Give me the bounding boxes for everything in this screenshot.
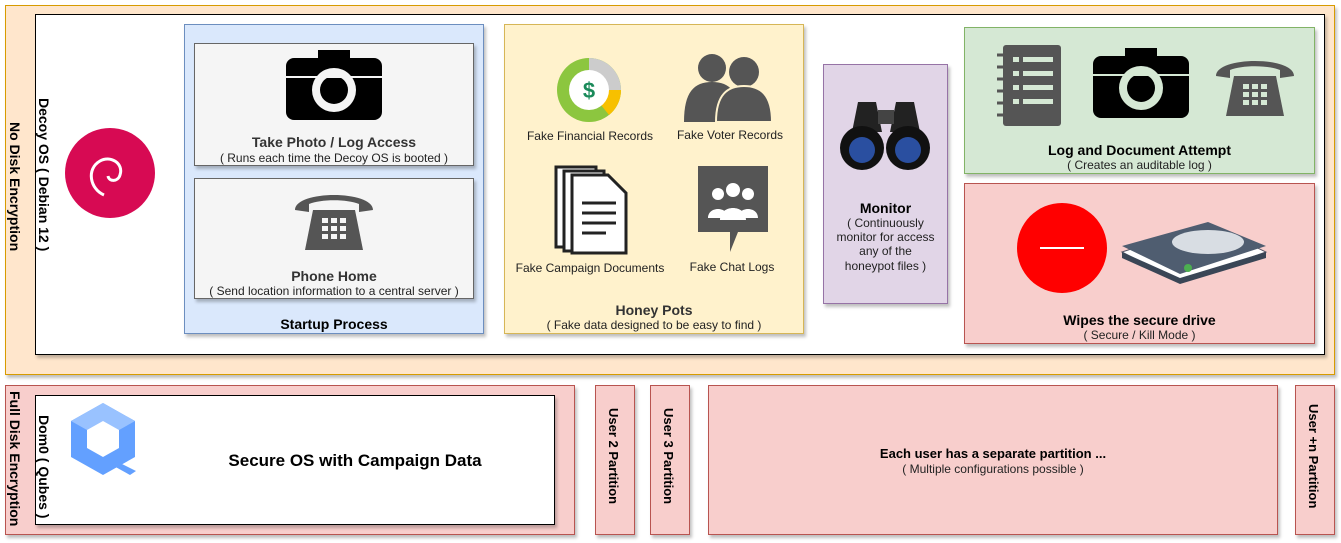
partition-note (708, 385, 1278, 535)
partition-note-desc: ( Multiple configurations possible ) (902, 462, 1084, 476)
wipe-drive-desc: ( Secure / Kill Mode ) (1083, 328, 1196, 342)
camera-icon (286, 50, 382, 120)
monitor-card (823, 64, 948, 304)
debian-logo-icon (65, 128, 155, 218)
telephone-icon (1216, 61, 1294, 116)
take-photo-title: Take Photo / Log Access (251, 134, 417, 150)
honeypot-chat-label: Fake Chat Logs (689, 260, 775, 274)
user-2-partition (595, 385, 635, 535)
chat-group-icon (698, 166, 768, 252)
qubes-logo-icon (71, 403, 136, 475)
phone-home-desc: ( Send location information to a central… (209, 284, 459, 298)
stop-icon (1017, 203, 1107, 293)
users-icon (684, 54, 774, 122)
log-attempt-desc: ( Creates an auditable log ) (1067, 158, 1212, 172)
user-3-partition (650, 385, 690, 535)
user-3-partition-label: User 3 Partition (661, 408, 676, 505)
camera-icon (1093, 48, 1189, 118)
notebook-icon (997, 45, 1061, 126)
dom0-label: Dom0 ( Qubes ) (36, 415, 52, 519)
user-n-partition (1295, 385, 1335, 535)
partition-note-title: Each user has a separate partition ... (879, 446, 1107, 461)
monitor-title: Monitor (859, 200, 912, 216)
hard-drive-icon (1120, 222, 1268, 284)
no-encryption-label: No Disk Encryption (7, 122, 23, 252)
log-attempt-title: Log and Document Attempt (1047, 142, 1232, 158)
svg-text:$: $ (583, 78, 595, 103)
decoy-os-label: Decoy OS ( Debian 12 ) (36, 98, 52, 252)
monitor-desc-4: honeypot files ) (844, 259, 927, 273)
documents-icon (554, 165, 628, 255)
wipe-drive-title: Wipes the secure drive (1063, 312, 1216, 328)
user-n-partition-label: User +n Partition (1306, 404, 1321, 509)
telephone-icon (295, 195, 373, 250)
secure-os-title: Secure OS with Campaign Data (228, 451, 482, 470)
financial-chart-icon: $ (557, 58, 621, 122)
honeypot-voter-label: Fake Voter Records (676, 128, 784, 142)
honeypot-financial-label: Fake Financial Records (526, 129, 654, 143)
monitor-desc-1: ( Continuously (847, 216, 924, 230)
binoculars-icon (840, 102, 930, 170)
honey-pots-desc: ( Fake data designed to be easy to find … (546, 318, 762, 332)
take-photo-desc: ( Runs each time the Decoy OS is booted … (219, 151, 449, 165)
phone-home-title: Phone Home (291, 268, 377, 284)
honey-pots-title: Honey Pots (615, 302, 693, 318)
monitor-desc-3: any of the (859, 244, 912, 258)
full-encryption-label: Full Disk Encryption (7, 391, 23, 527)
startup-process-title: Startup Process (280, 316, 388, 332)
user-2-partition-label: User 2 Partition (606, 408, 621, 505)
monitor-desc-2: monitor for access (836, 230, 935, 244)
honeypot-campaign-label: Fake Campaign Documents (515, 261, 665, 275)
